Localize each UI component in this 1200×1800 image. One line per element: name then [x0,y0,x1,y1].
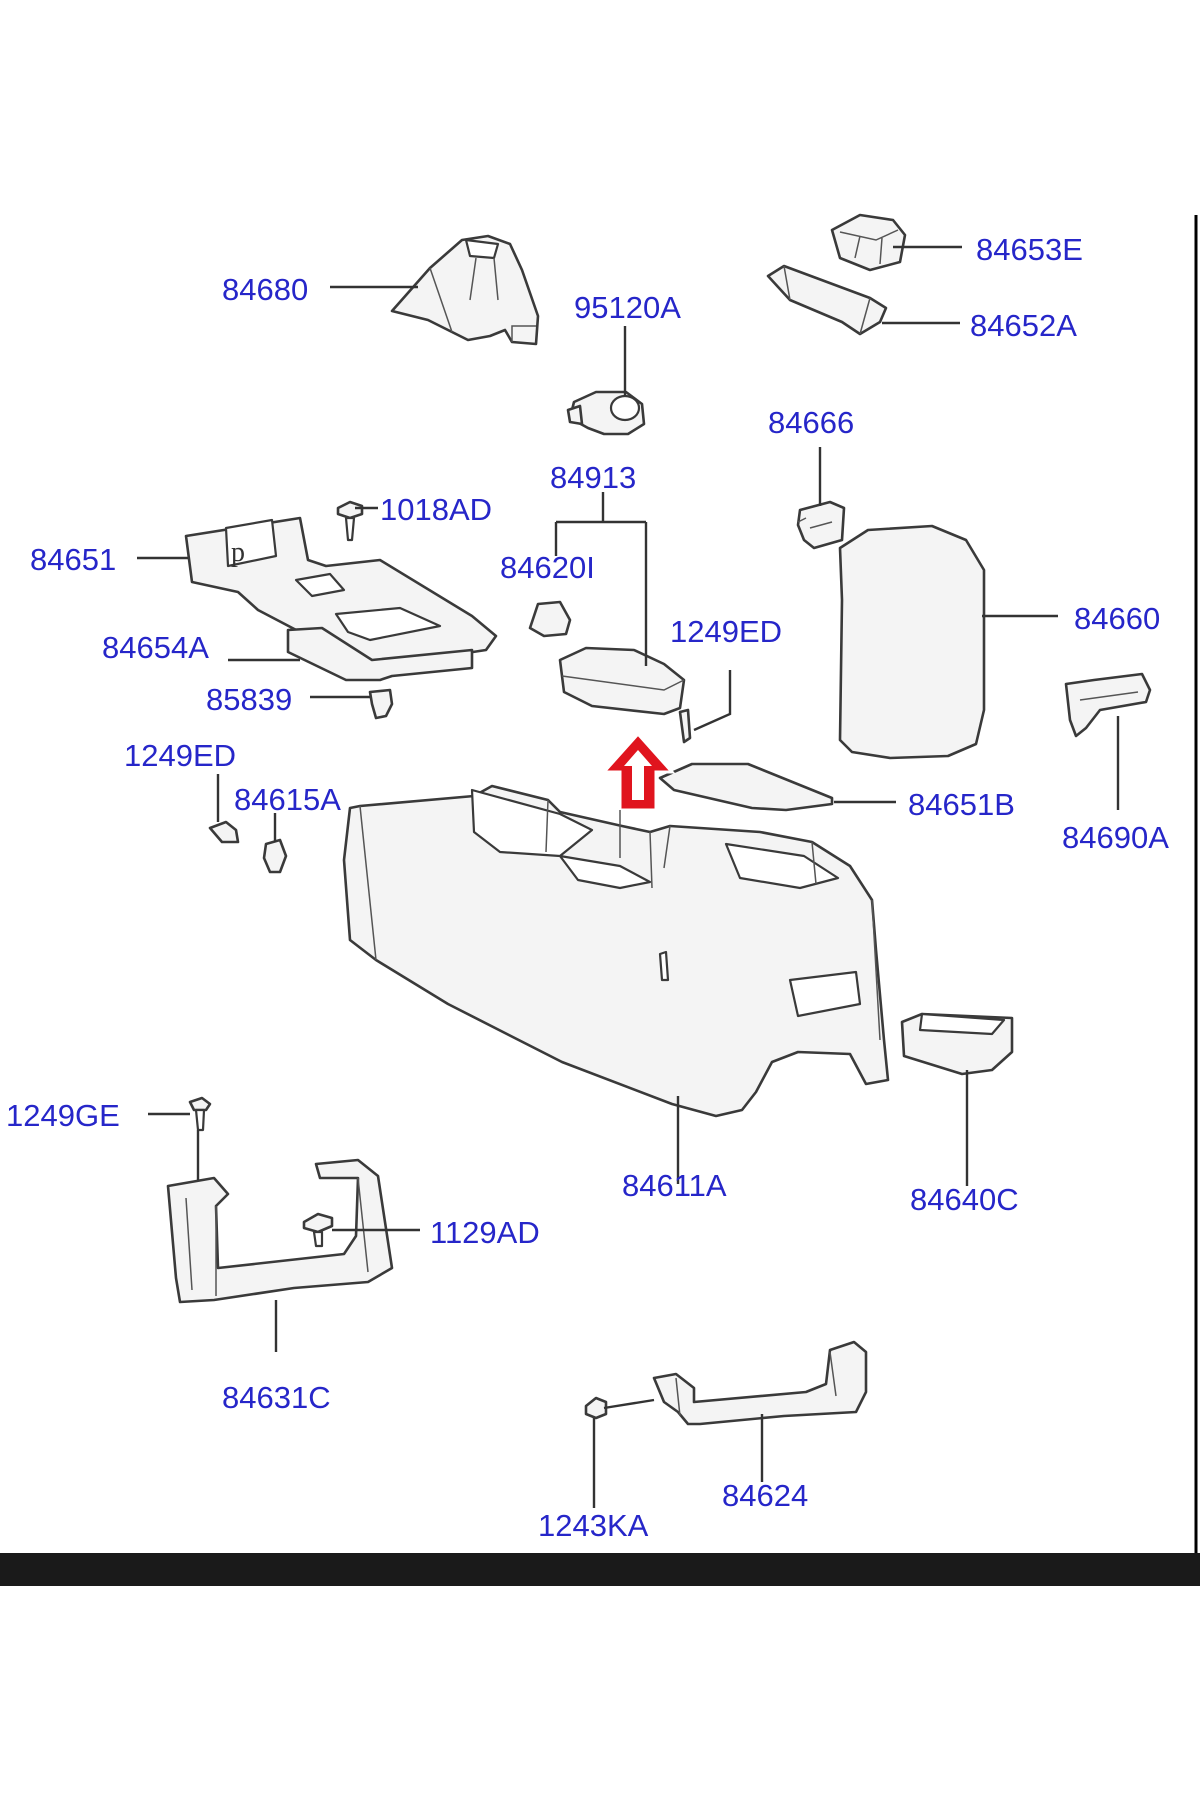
armrest-84660-part [838,524,986,760]
screw-1249GE-part [188,1096,212,1132]
label-84611A: 84611A [622,1168,727,1203]
label-84620I: 84620I [500,550,595,585]
shift-boot-part [390,234,540,346]
label-84652A: 84652A [970,308,1077,343]
clip-85839-part [368,688,394,720]
label-1249ED-left: 1249ED [124,738,236,773]
label-84651: 84651 [30,542,116,577]
label-84631C: 84631C [222,1380,331,1415]
label-84653E: 84653E [976,232,1083,267]
label-84640C: 84640C [910,1182,1019,1217]
plate-84651B-part [658,762,834,812]
mat-84654A-part [286,626,474,682]
screw-1243KA-part [584,1396,608,1420]
label-95120A: 95120A [574,290,681,325]
box-84640C-part [900,1012,1014,1076]
bolt-1129AD-part [302,1212,334,1248]
hinge-84690A-part [1064,672,1152,738]
clip-84666-part [796,500,846,550]
label-85839: 85839 [206,682,292,717]
label-84654A: 84654A [102,630,209,665]
bracket-84631C-part [166,1158,394,1304]
label-1129AD: 1129AD [430,1215,540,1250]
label-84651B: 84651B [908,787,1015,822]
tray-84653E-part [830,213,907,272]
label-84666: 84666 [768,405,854,440]
label-84624: 84624 [722,1478,808,1513]
console-84611A-part [342,784,890,1118]
label-1018AD: 1018AD [380,492,492,527]
label-1249ED-right: 1249ED [670,614,782,649]
knob-84620I-part [528,600,572,638]
label-84913: 84913 [550,460,636,495]
tray-84652A-part [766,264,888,336]
label-84615A: 84615A [234,782,341,817]
lid-84913-part [558,646,686,716]
bracket-84624-part [652,1340,868,1426]
leader-lines [137,245,1120,1508]
clip-84615A-part [262,838,288,874]
label-84690A: 84690A [1062,820,1169,855]
svg-text:p: p [231,537,245,568]
socket-95120A-part [566,390,646,436]
screw-1249ED-left-part [208,820,240,844]
bezel-84651-part: p [184,516,498,670]
label-84680: 84680 [222,272,308,307]
bottom-bar [0,1553,1200,1586]
label-1249GE: 1249GE [6,1098,120,1133]
screw-1249ED-right-part [678,708,692,744]
label-84660: 84660 [1074,601,1160,636]
screw-1018AD-part [336,500,364,542]
highlight-arrow [600,731,676,812]
label-1243KA: 1243KA [538,1508,649,1543]
